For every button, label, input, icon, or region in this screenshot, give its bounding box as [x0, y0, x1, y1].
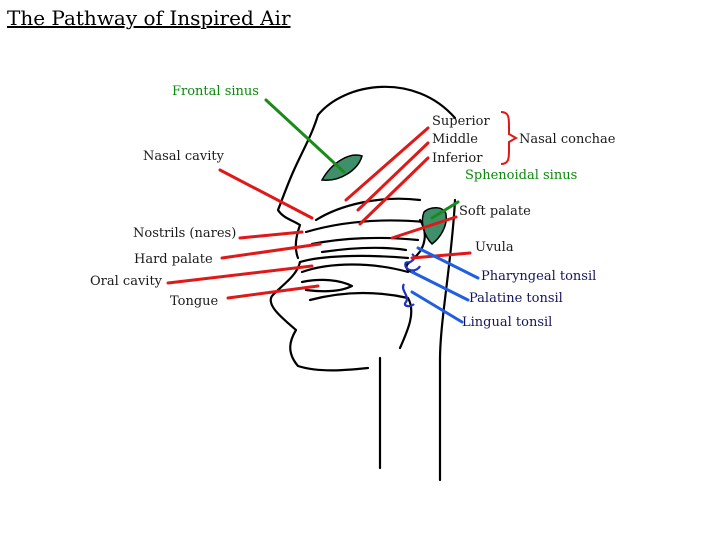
label-nostrils: Nostrils (nares) — [133, 226, 237, 241]
label-oral-cavity: Oral cavity — [90, 274, 163, 289]
label-nasal-cavity: Nasal cavity — [143, 149, 224, 164]
label-pharyngeal-tonsil: Pharyngeal tonsil — [481, 269, 597, 284]
red-pointers — [166, 126, 472, 300]
pointer-sphenoidal-sinus — [430, 200, 460, 220]
blue-pointers — [410, 246, 480, 324]
pointer-nostrils — [238, 230, 304, 240]
label-nasal-conchae: Nasal conchae — [519, 132, 616, 147]
pointer-tongue — [226, 284, 320, 300]
frontal-sinus-shape — [320, 154, 363, 181]
pointer-frontal-sinus — [264, 98, 346, 174]
label-superior: Superior — [432, 114, 490, 129]
label-frontal-sinus: Frontal sinus — [172, 84, 259, 99]
label-middle: Middle — [432, 132, 478, 147]
label-lingual-tonsil: Lingual tonsil — [462, 315, 553, 330]
pointer-superior-concha — [344, 126, 430, 202]
head-outline — [269, 85, 457, 482]
pointer-oral-cavity — [166, 264, 314, 285]
conchae-bracket — [500, 111, 519, 165]
pointer-nasal-cavity — [218, 168, 314, 220]
label-sphenoidal-sinus: Sphenoidal sinus — [465, 168, 578, 183]
palatine-tonsil-shape — [402, 283, 415, 308]
pointer-hard-palate — [220, 242, 322, 260]
label-uvula: Uvula — [475, 240, 514, 255]
green-pointers — [264, 98, 460, 220]
label-inferior: Inferior — [432, 151, 483, 166]
pointer-pharyngeal-tonsil — [416, 246, 480, 280]
slide-title: The Pathway of Inspired Air — [7, 6, 291, 30]
pointer-uvula — [410, 251, 472, 260]
pharyngeal-tonsil-shape — [404, 253, 421, 272]
pointer-palatine-tonsil — [410, 270, 470, 302]
pointer-lingual-tonsil — [410, 290, 464, 324]
pointer-inferior-concha — [358, 156, 430, 226]
label-tongue: Tongue — [170, 294, 219, 309]
pointer-soft-palate — [390, 215, 458, 240]
label-hard-palate: Hard palate — [134, 252, 213, 267]
label-soft-palate: Soft palate — [459, 204, 531, 219]
pointer-middle-concha — [356, 141, 430, 212]
label-palatine-tonsil: Palatine tonsil — [469, 291, 563, 306]
